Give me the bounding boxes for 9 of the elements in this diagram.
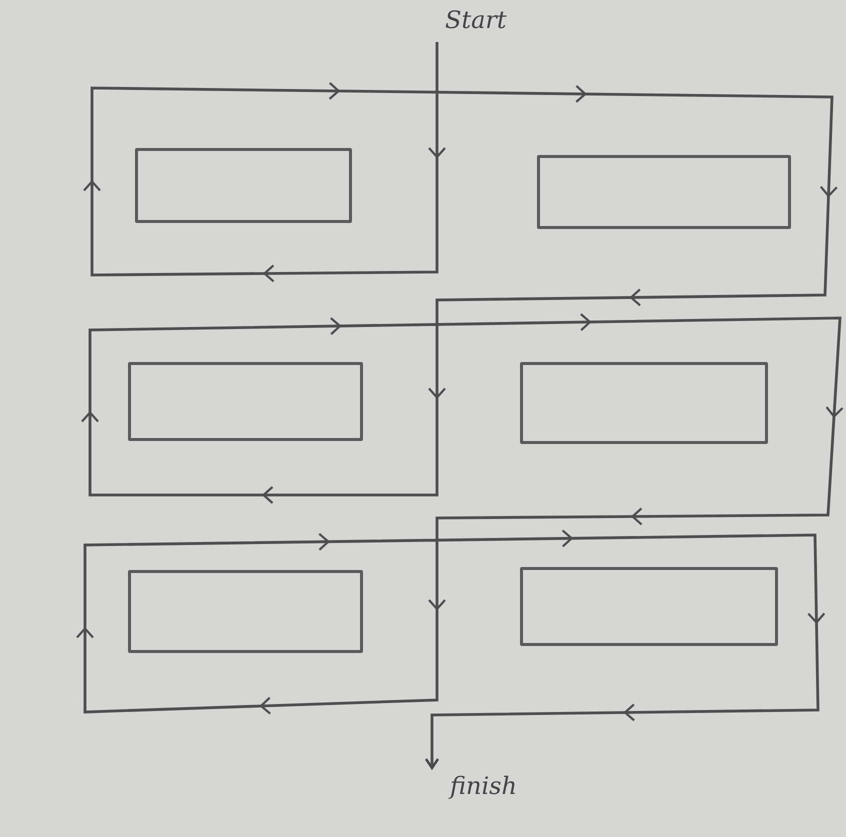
route-arrow xyxy=(76,42,844,770)
block-rectangle xyxy=(128,570,363,653)
route-endpoint-label: Start xyxy=(445,6,507,34)
block-rectangle xyxy=(135,148,352,223)
block-rectangle xyxy=(520,567,778,646)
block-rectangle xyxy=(537,155,791,229)
block-rectangle xyxy=(520,362,768,444)
route-endpoint-label: finish xyxy=(450,772,517,800)
block-rectangle xyxy=(128,362,363,441)
